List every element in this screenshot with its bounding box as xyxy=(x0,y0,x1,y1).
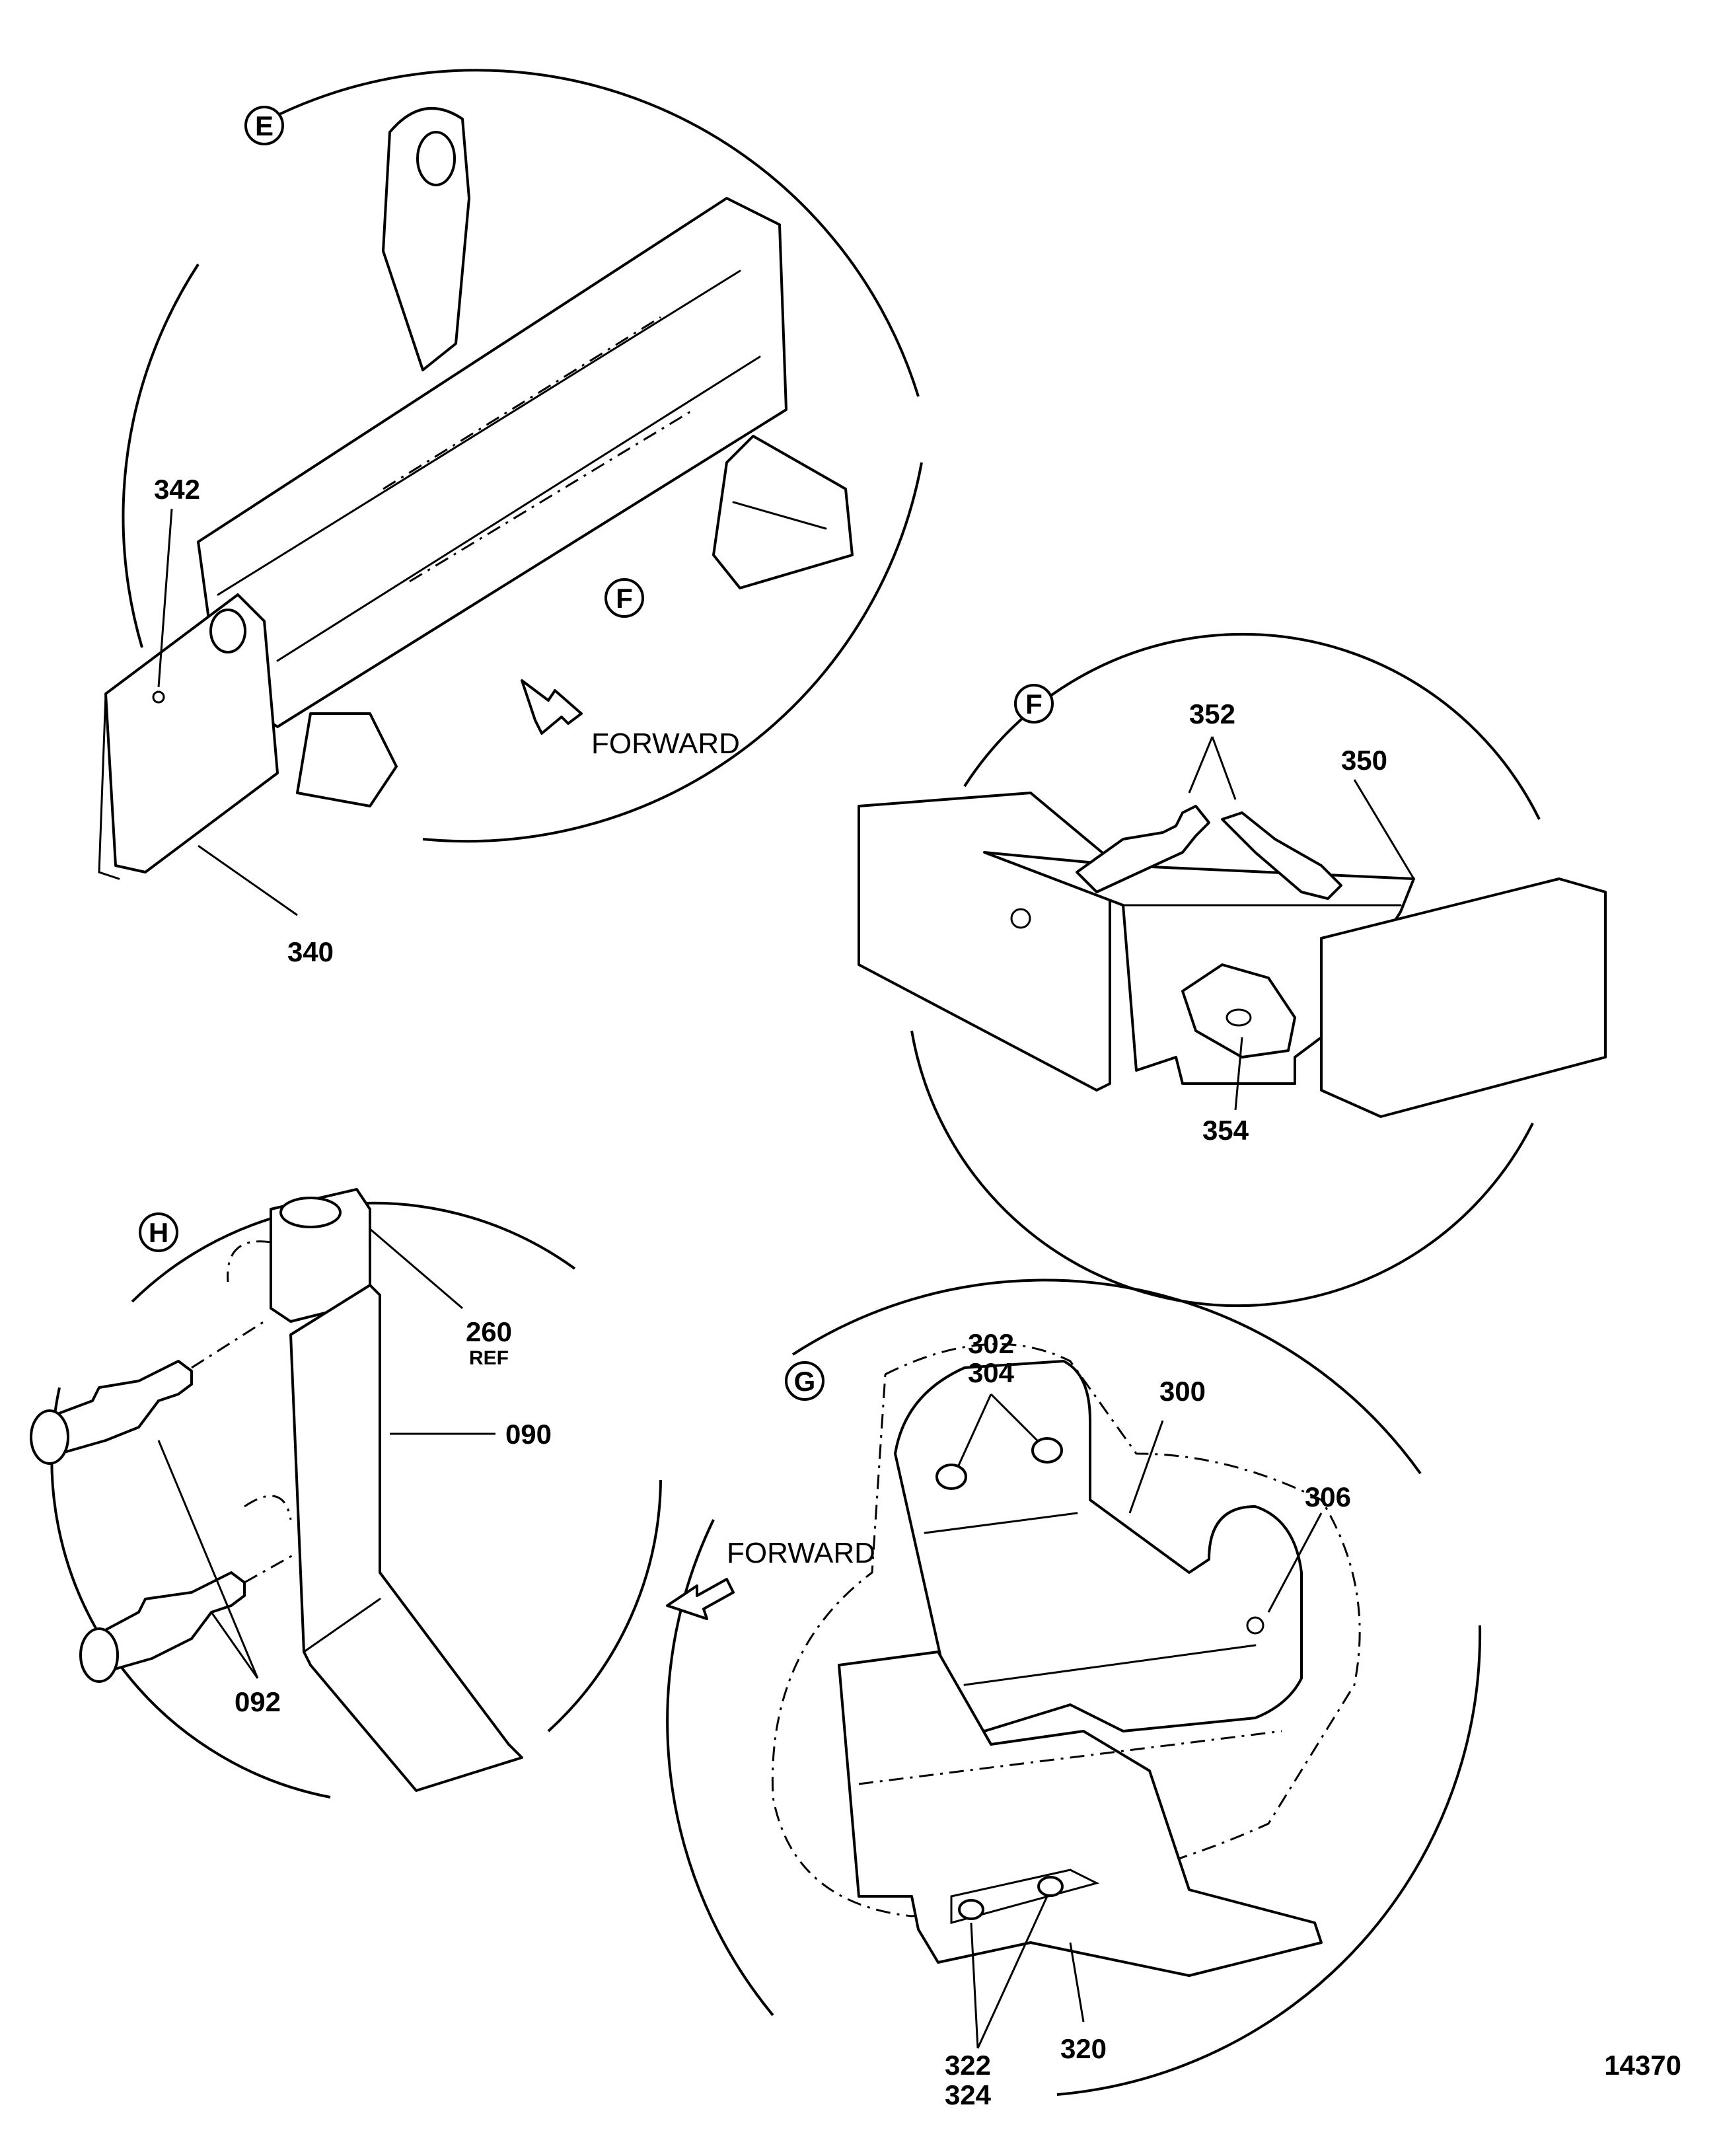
figure-number: 14370 xyxy=(1604,2050,1681,2081)
callout-304: 304 xyxy=(968,1357,1015,1388)
callout-352: 352 xyxy=(1189,698,1235,729)
callout-324: 324 xyxy=(945,2079,992,2110)
forward-label-e: FORWARD xyxy=(591,727,740,760)
view-badge-h: H xyxy=(149,1217,168,1248)
callout-306: 306 xyxy=(1305,1481,1351,1512)
view-badge-g: G xyxy=(794,1366,816,1397)
callout-260-ref: REF xyxy=(469,1347,509,1369)
callout-092: 092 xyxy=(235,1686,281,1717)
callout-302: 302 xyxy=(968,1328,1014,1359)
callout-090: 090 xyxy=(505,1419,552,1450)
detail-view-g: FORWARD G 302 304 300 306 322 324 320 xyxy=(666,1279,1482,2110)
callout-350: 350 xyxy=(1341,745,1387,776)
callout-340: 340 xyxy=(287,936,334,967)
view-ref-f: F xyxy=(616,583,633,614)
callout-354: 354 xyxy=(1202,1115,1249,1146)
detail-view-f: F 352 350 354 xyxy=(858,632,1607,1308)
view-badge-e: E xyxy=(255,110,274,141)
detail-view-e: FORWARD E F 342 340 xyxy=(98,69,923,967)
callout-322: 322 xyxy=(945,2050,991,2081)
detail-view-h: H 260 REF 090 092 xyxy=(30,1188,662,1799)
forward-label-g: FORWARD xyxy=(727,1537,875,1569)
callout-320: 320 xyxy=(1060,2033,1107,2064)
callout-260: 260 xyxy=(466,1316,512,1347)
callout-342: 342 xyxy=(154,474,200,505)
view-badge-f: F xyxy=(1025,688,1043,720)
callout-300: 300 xyxy=(1159,1376,1206,1407)
